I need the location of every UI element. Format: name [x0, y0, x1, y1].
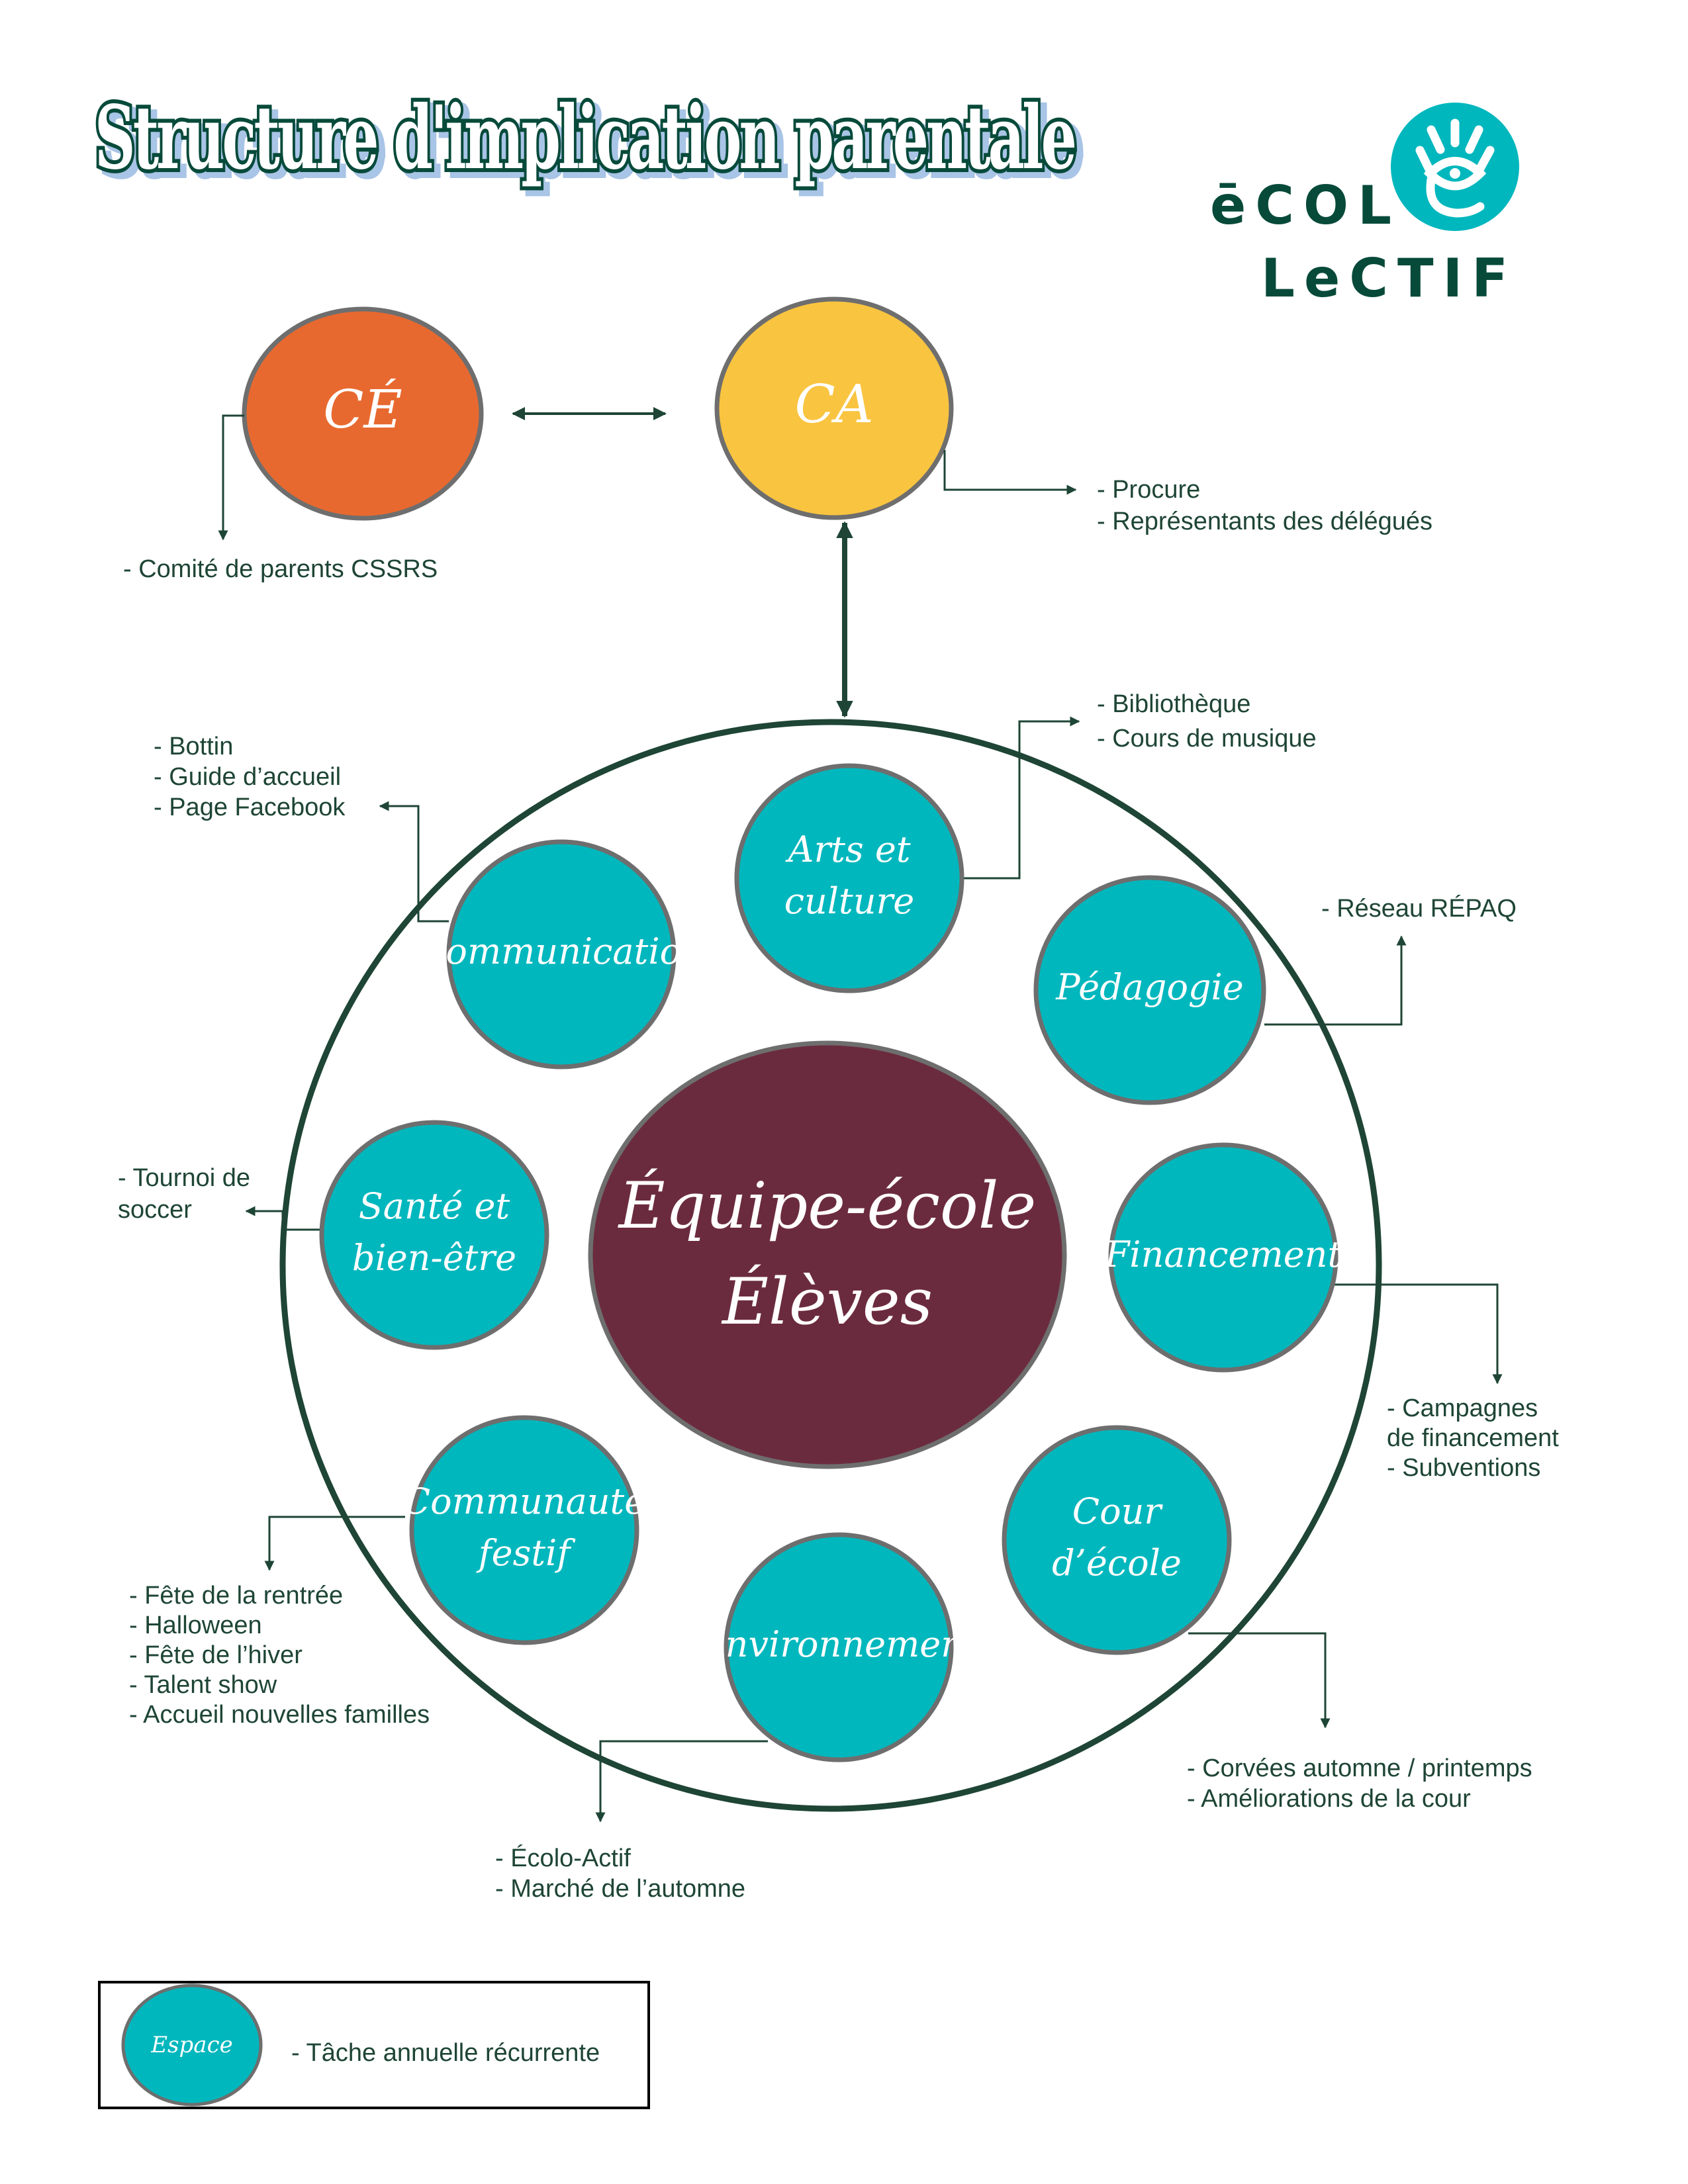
- space-node-shape: [446, 839, 677, 1069]
- space-node-label: culture: [784, 880, 915, 922]
- node-center[interactable]: Équipe-école Élèves: [588, 1040, 1067, 1469]
- space-node-label: d’école: [1052, 1542, 1182, 1584]
- title-shadow: Structure d'implication parentale: [101, 92, 1080, 195]
- cour-connector: [1188, 1632, 1331, 1729]
- space-node-label: Pédagogie: [1055, 966, 1244, 1008]
- legend-node-label: Espace: [150, 2032, 232, 2058]
- space-node-label: Cour: [1072, 1490, 1164, 1532]
- pedagogie-notes: - Réseau RÉPAQ: [1321, 894, 1517, 923]
- ecollectif-logo: ēCOL LeCTIF: [1210, 103, 1519, 309]
- node-ca-label: CA: [795, 373, 874, 435]
- space-node-pedagogie[interactable]: Pédagogie: [1033, 875, 1266, 1105]
- ce-connector: [218, 414, 244, 541]
- center-label-line-2: Élèves: [721, 1265, 933, 1339]
- logo-line-1: ēCOL: [1210, 175, 1401, 236]
- logo-line-2: LeCTIF: [1261, 248, 1517, 309]
- space-node-shape: [724, 1532, 954, 1762]
- note-item: - Accueil nouvelles familles: [129, 1701, 430, 1729]
- space-node-label: Environnement: [698, 1623, 978, 1665]
- spaces-layer: Arts et culture - Bibliothèque - Cours de m…: [118, 690, 1559, 1903]
- arts-connector: [962, 716, 1080, 880]
- note-item: - Fête de la rentrée: [129, 1582, 343, 1610]
- logo-circle: [1391, 103, 1519, 231]
- ca-note: - Représentants des délégués: [1097, 508, 1432, 535]
- note-item: - Bibliothèque: [1097, 690, 1250, 718]
- note-item: - Réseau RÉPAQ: [1321, 894, 1517, 923]
- note-item: - Subventions: [1387, 1454, 1540, 1482]
- space-node-communication[interactable]: Communication: [418, 839, 704, 1069]
- note-item: - Marché de l’automne: [495, 1875, 745, 1903]
- note-item: - Fête de l’hiver: [129, 1641, 303, 1669]
- space-node-label: Communication: [418, 931, 704, 972]
- center-label-line-1: Équipe-école: [618, 1169, 1037, 1243]
- arts-notes: - Bibliothèque - Cours de musique: [1097, 690, 1317, 752]
- financement-connector: [1335, 1283, 1503, 1385]
- node-ca[interactable]: CA: [714, 296, 954, 520]
- legend-description: - Tâche annuelle récurrente: [291, 2039, 600, 2067]
- space-node-sante[interactable]: Santé et bien-être: [319, 1120, 549, 1350]
- communication-notes: - Bottin - Guide d’accueil - Page Facebook: [154, 733, 346, 821]
- node-ce[interactable]: CÉ: [242, 306, 484, 521]
- note-item: - Bottin: [154, 733, 233, 760]
- legend-node: [121, 1983, 263, 2107]
- title-text: Structure d'implication parentale: [95, 87, 1074, 189]
- note-item: - Guide d’accueil: [154, 763, 341, 791]
- note-item: - Écolo-Actif: [495, 1844, 631, 1872]
- note-item: - Cours de musique: [1097, 725, 1317, 752]
- space-node-label: bien-être: [352, 1237, 516, 1279]
- space-node-shape: [319, 1120, 549, 1350]
- note-item: de financement: [1387, 1424, 1559, 1452]
- cour-notes: - Corvées automne / printemps - Améliorat…: [1187, 1754, 1532, 1813]
- legend: Espace - Tâche annuelle récurrente: [98, 1981, 650, 2109]
- environnement-notes: - Écolo-Actif - Marché de l’automne: [495, 1844, 745, 1903]
- space-node-label: Financement: [1104, 1234, 1342, 1275]
- note-item: - Halloween: [129, 1612, 262, 1639]
- communaute-connector: [264, 1516, 405, 1571]
- ce-note: - Comité de parents CSSRS: [123, 555, 438, 583]
- sante-connector: [245, 1206, 322, 1231]
- note-item: - Talent show: [129, 1671, 277, 1699]
- communication-connector: [379, 801, 449, 923]
- space-node-environnement[interactable]: Environnement: [698, 1532, 978, 1762]
- space-node-shape: [734, 763, 964, 993]
- ca-note: - Procure: [1097, 476, 1200, 504]
- node-ce-label: CÉ: [323, 378, 402, 440]
- communaute-notes: - Fête de la rentrée- Halloween- Fête de…: [129, 1582, 430, 1729]
- note-item: - Améliorations de la cour: [1187, 1785, 1471, 1813]
- note-item: - Corvées automne / printemps: [1187, 1754, 1532, 1782]
- ca-notes: - Procure - Représentants des délégués: [1097, 476, 1432, 535]
- pedagogie-connector: [1264, 935, 1407, 1026]
- note-item: - Campagnes: [1387, 1394, 1538, 1422]
- hand-eye-icon: [1415, 118, 1495, 218]
- ca-connector: [943, 450, 1077, 495]
- space-node-shape: [1033, 875, 1266, 1105]
- space-node-label: Santé et: [359, 1185, 510, 1227]
- space-node-label: Communauté: [403, 1480, 645, 1522]
- page-title: Structure d'implication parentale Struct…: [91, 83, 1089, 199]
- space-node-cour[interactable]: Cour d’école: [1002, 1425, 1232, 1655]
- space-node-shape: [409, 1415, 639, 1645]
- space-node-label: Arts et: [784, 829, 910, 870]
- note-item: soccer: [118, 1196, 192, 1224]
- space-node-label: festif: [476, 1532, 576, 1574]
- school-boundary-circle: [279, 719, 1382, 1812]
- space-node-arts[interactable]: Arts et culture: [734, 763, 964, 993]
- environnement-connector: [595, 1740, 768, 1823]
- note-item: - Tournoi de: [118, 1164, 250, 1192]
- space-node-shape: [1002, 1425, 1232, 1655]
- space-node-shape: [1108, 1142, 1338, 1373]
- space-node-financement[interactable]: Financement: [1104, 1142, 1342, 1373]
- note-item: - Page Facebook: [154, 794, 346, 821]
- sante-notes: - Tournoi de soccer: [118, 1164, 250, 1224]
- space-node-communaute[interactable]: Communauté festif: [403, 1415, 645, 1645]
